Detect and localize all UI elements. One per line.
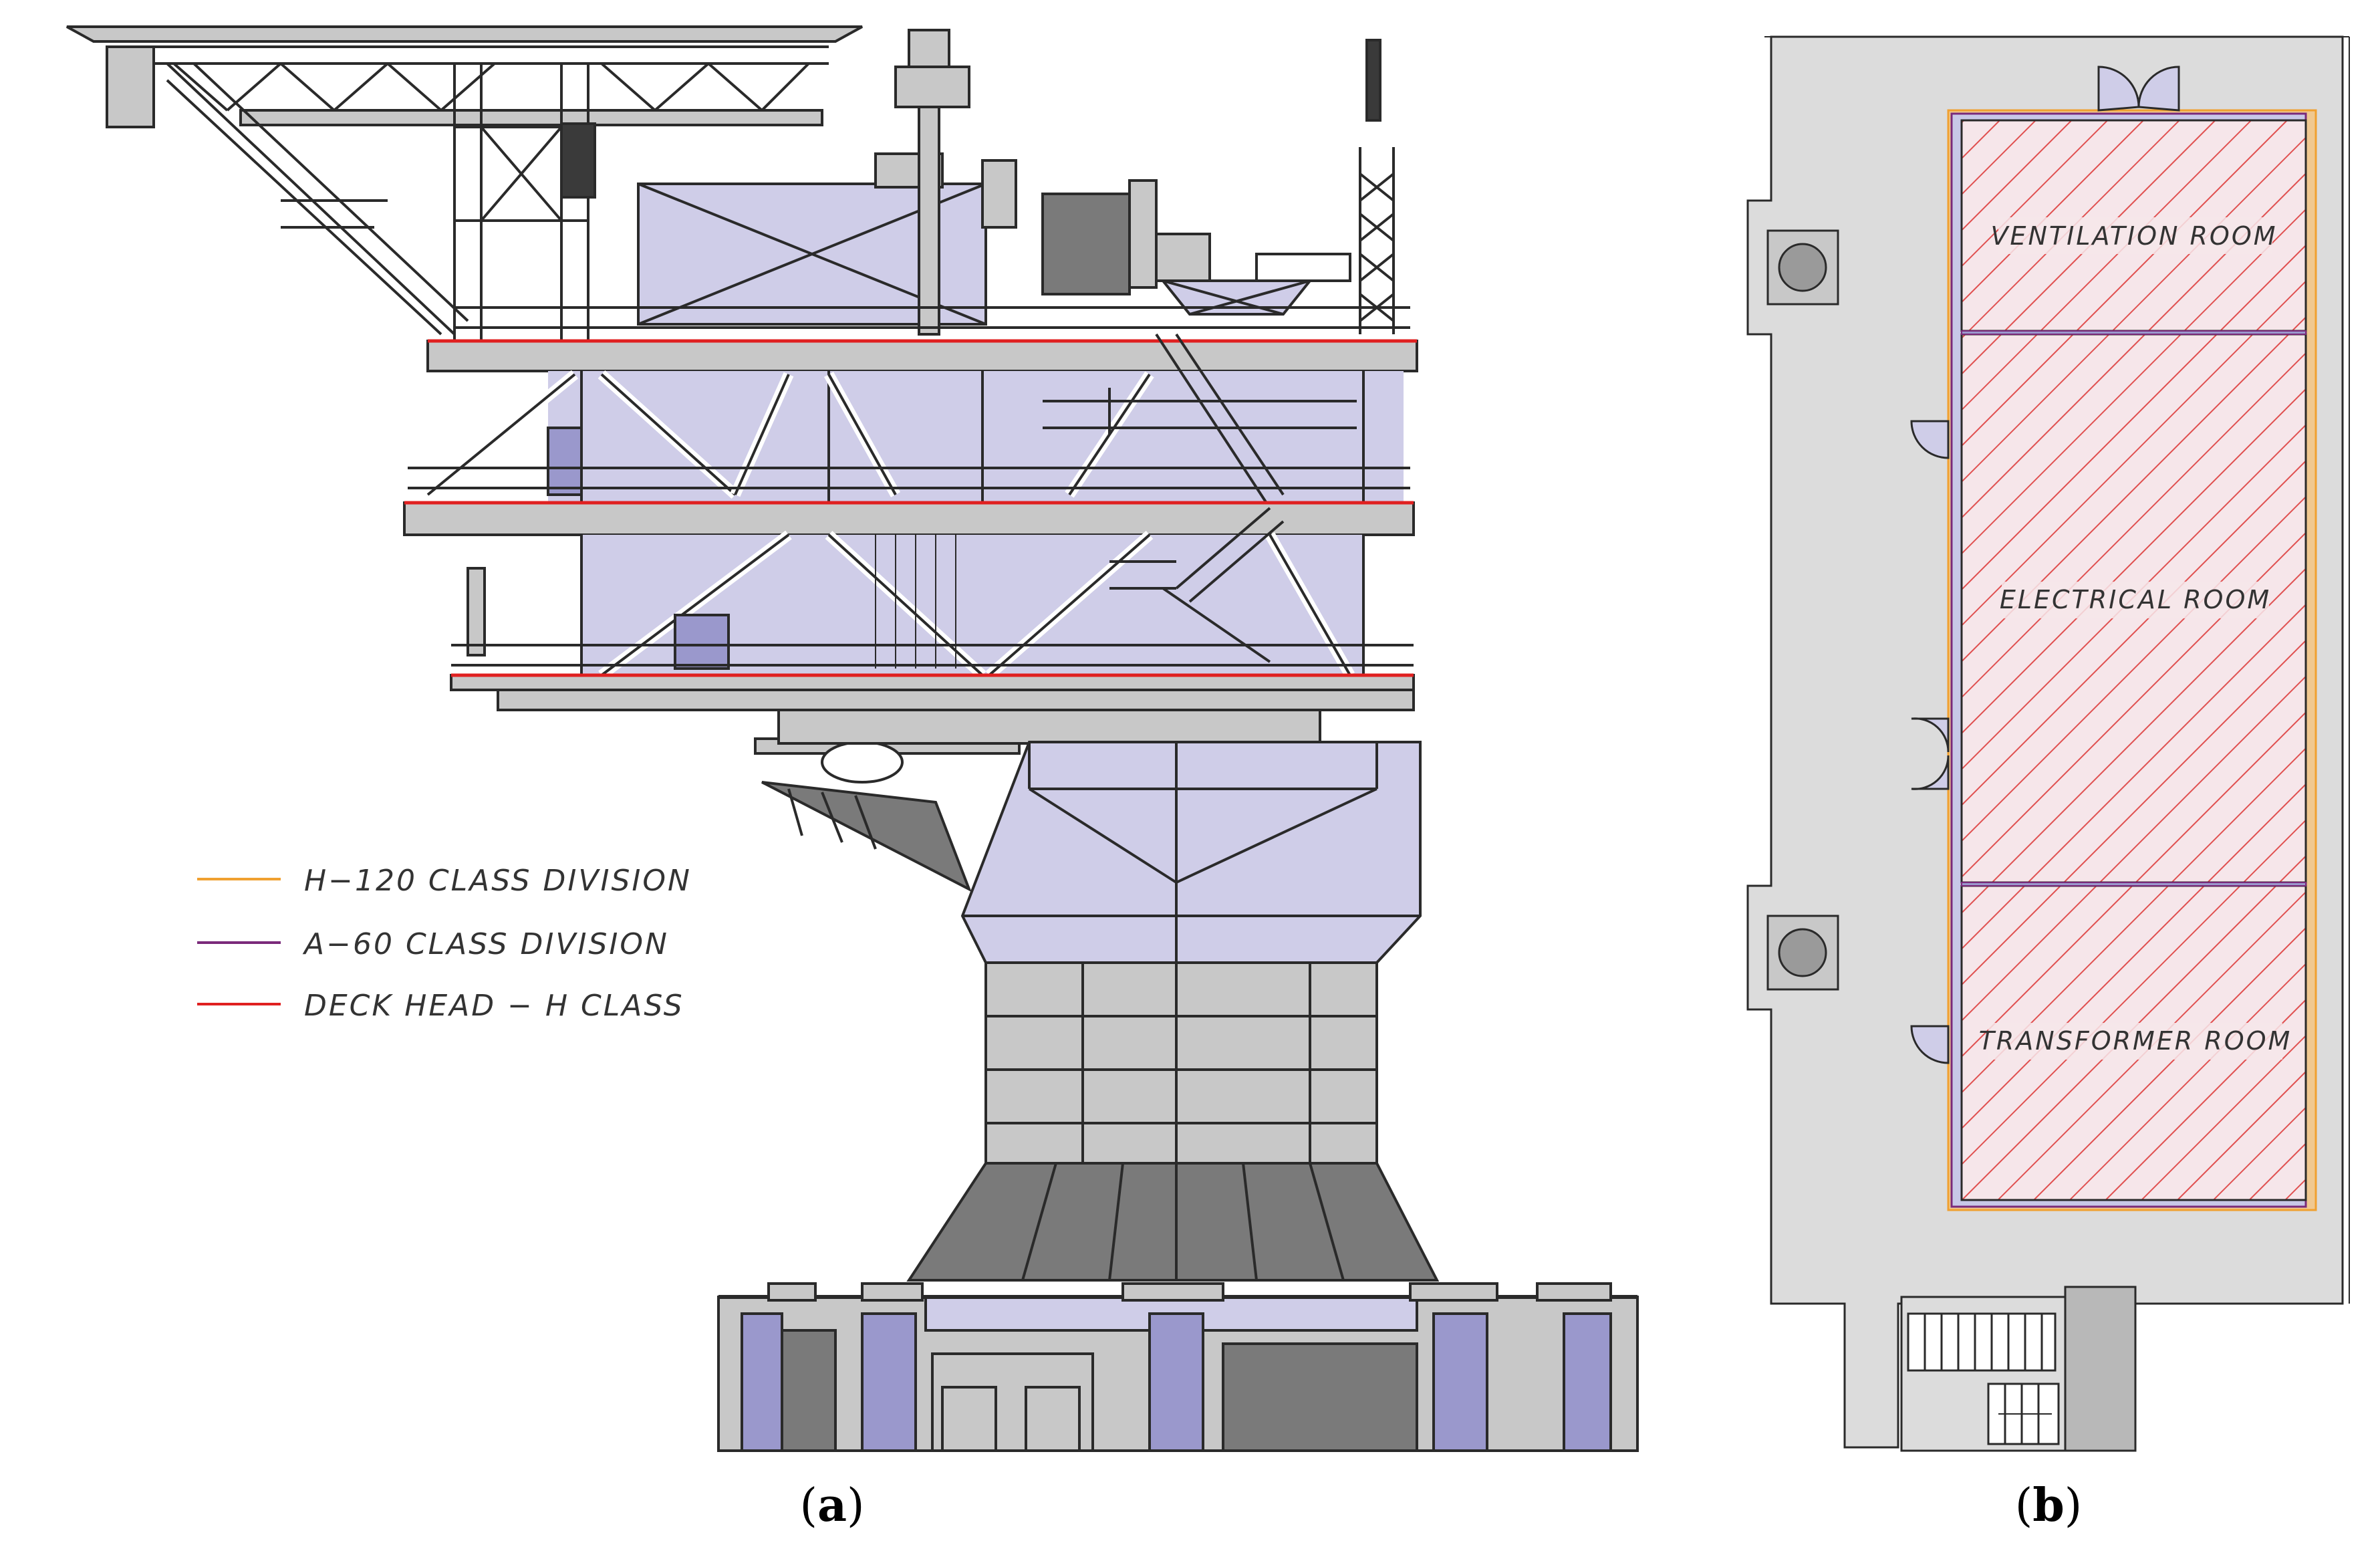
legend-item-deck-head: DECK HEAD − H CLASS — [197, 989, 684, 1023]
room-labels: VENTILATION ROOM ELECTRICAL ROOM TRANSFO… — [1979, 217, 2292, 1060]
cantilever-truss — [172, 62, 810, 112]
double-door-electrical-lower — [1911, 717, 1950, 790]
structural-column-upper — [1766, 229, 1839, 306]
right-equipment — [1041, 179, 1351, 316]
lower-bracing — [580, 530, 1365, 680]
support-column — [777, 709, 1440, 1282]
caption-a-open: ( — [799, 1479, 817, 1532]
mid-module-upper — [548, 371, 1404, 505]
right-stair-flight-lower — [1109, 507, 1285, 663]
deck-top — [426, 340, 1418, 372]
caption-b: (b) — [2015, 1479, 2083, 1532]
caption-a-close: ) — [847, 1479, 865, 1532]
legend-label-h120: H−120 CLASS DIVISION — [304, 864, 692, 898]
top-deck-railing — [454, 306, 1410, 329]
room-label-transformer: TRANSFORMER ROOM — [1979, 1026, 2292, 1056]
caption-b-letter: b — [2032, 1479, 2065, 1532]
top-cantilever-deck — [66, 25, 863, 43]
door-electrical-upper — [1910, 420, 1950, 459]
floor-plan-stair — [1900, 1286, 2137, 1452]
caption-a-letter: a — [817, 1479, 847, 1532]
caption-a: (a) — [799, 1479, 864, 1532]
upper-stair-flight — [166, 62, 469, 336]
deck-middle — [403, 501, 1415, 536]
room-label-electrical: ELECTRICAL ROOM — [2000, 585, 2271, 614]
gravity-base — [717, 1282, 1639, 1452]
vent-tower — [1359, 39, 1395, 334]
legend-item-h120: H−120 CLASS DIVISION — [197, 864, 692, 898]
middle-deck-railing — [408, 467, 1410, 489]
legend-label-deck-head: DECK HEAD − H CLASS — [304, 989, 684, 1023]
legend: H−120 CLASS DIVISION A−60 CLASS DIVISION… — [197, 864, 692, 1023]
boat-landing-arm — [754, 737, 1021, 892]
structural-column-lower — [1766, 915, 1839, 991]
crane-mast — [894, 29, 1017, 336]
lower-deck-railing — [451, 644, 1414, 667]
upper-bracing — [424, 370, 1365, 501]
double-door-top — [2097, 66, 2180, 112]
upper-frame — [453, 64, 596, 348]
caption-b-open: ( — [2015, 1479, 2033, 1532]
platform-elevation-drawing — [66, 25, 1639, 1452]
room-label-ventilation: VENTILATION ROOM — [1990, 221, 2277, 251]
deck-lower — [450, 674, 1415, 691]
legend-item-a60: A−60 CLASS DIVISION — [197, 927, 669, 961]
caption-b-close: ) — [2065, 1479, 2083, 1532]
legend-label-a60: A−60 CLASS DIVISION — [302, 927, 669, 961]
door-transformer — [1910, 1025, 1950, 1064]
